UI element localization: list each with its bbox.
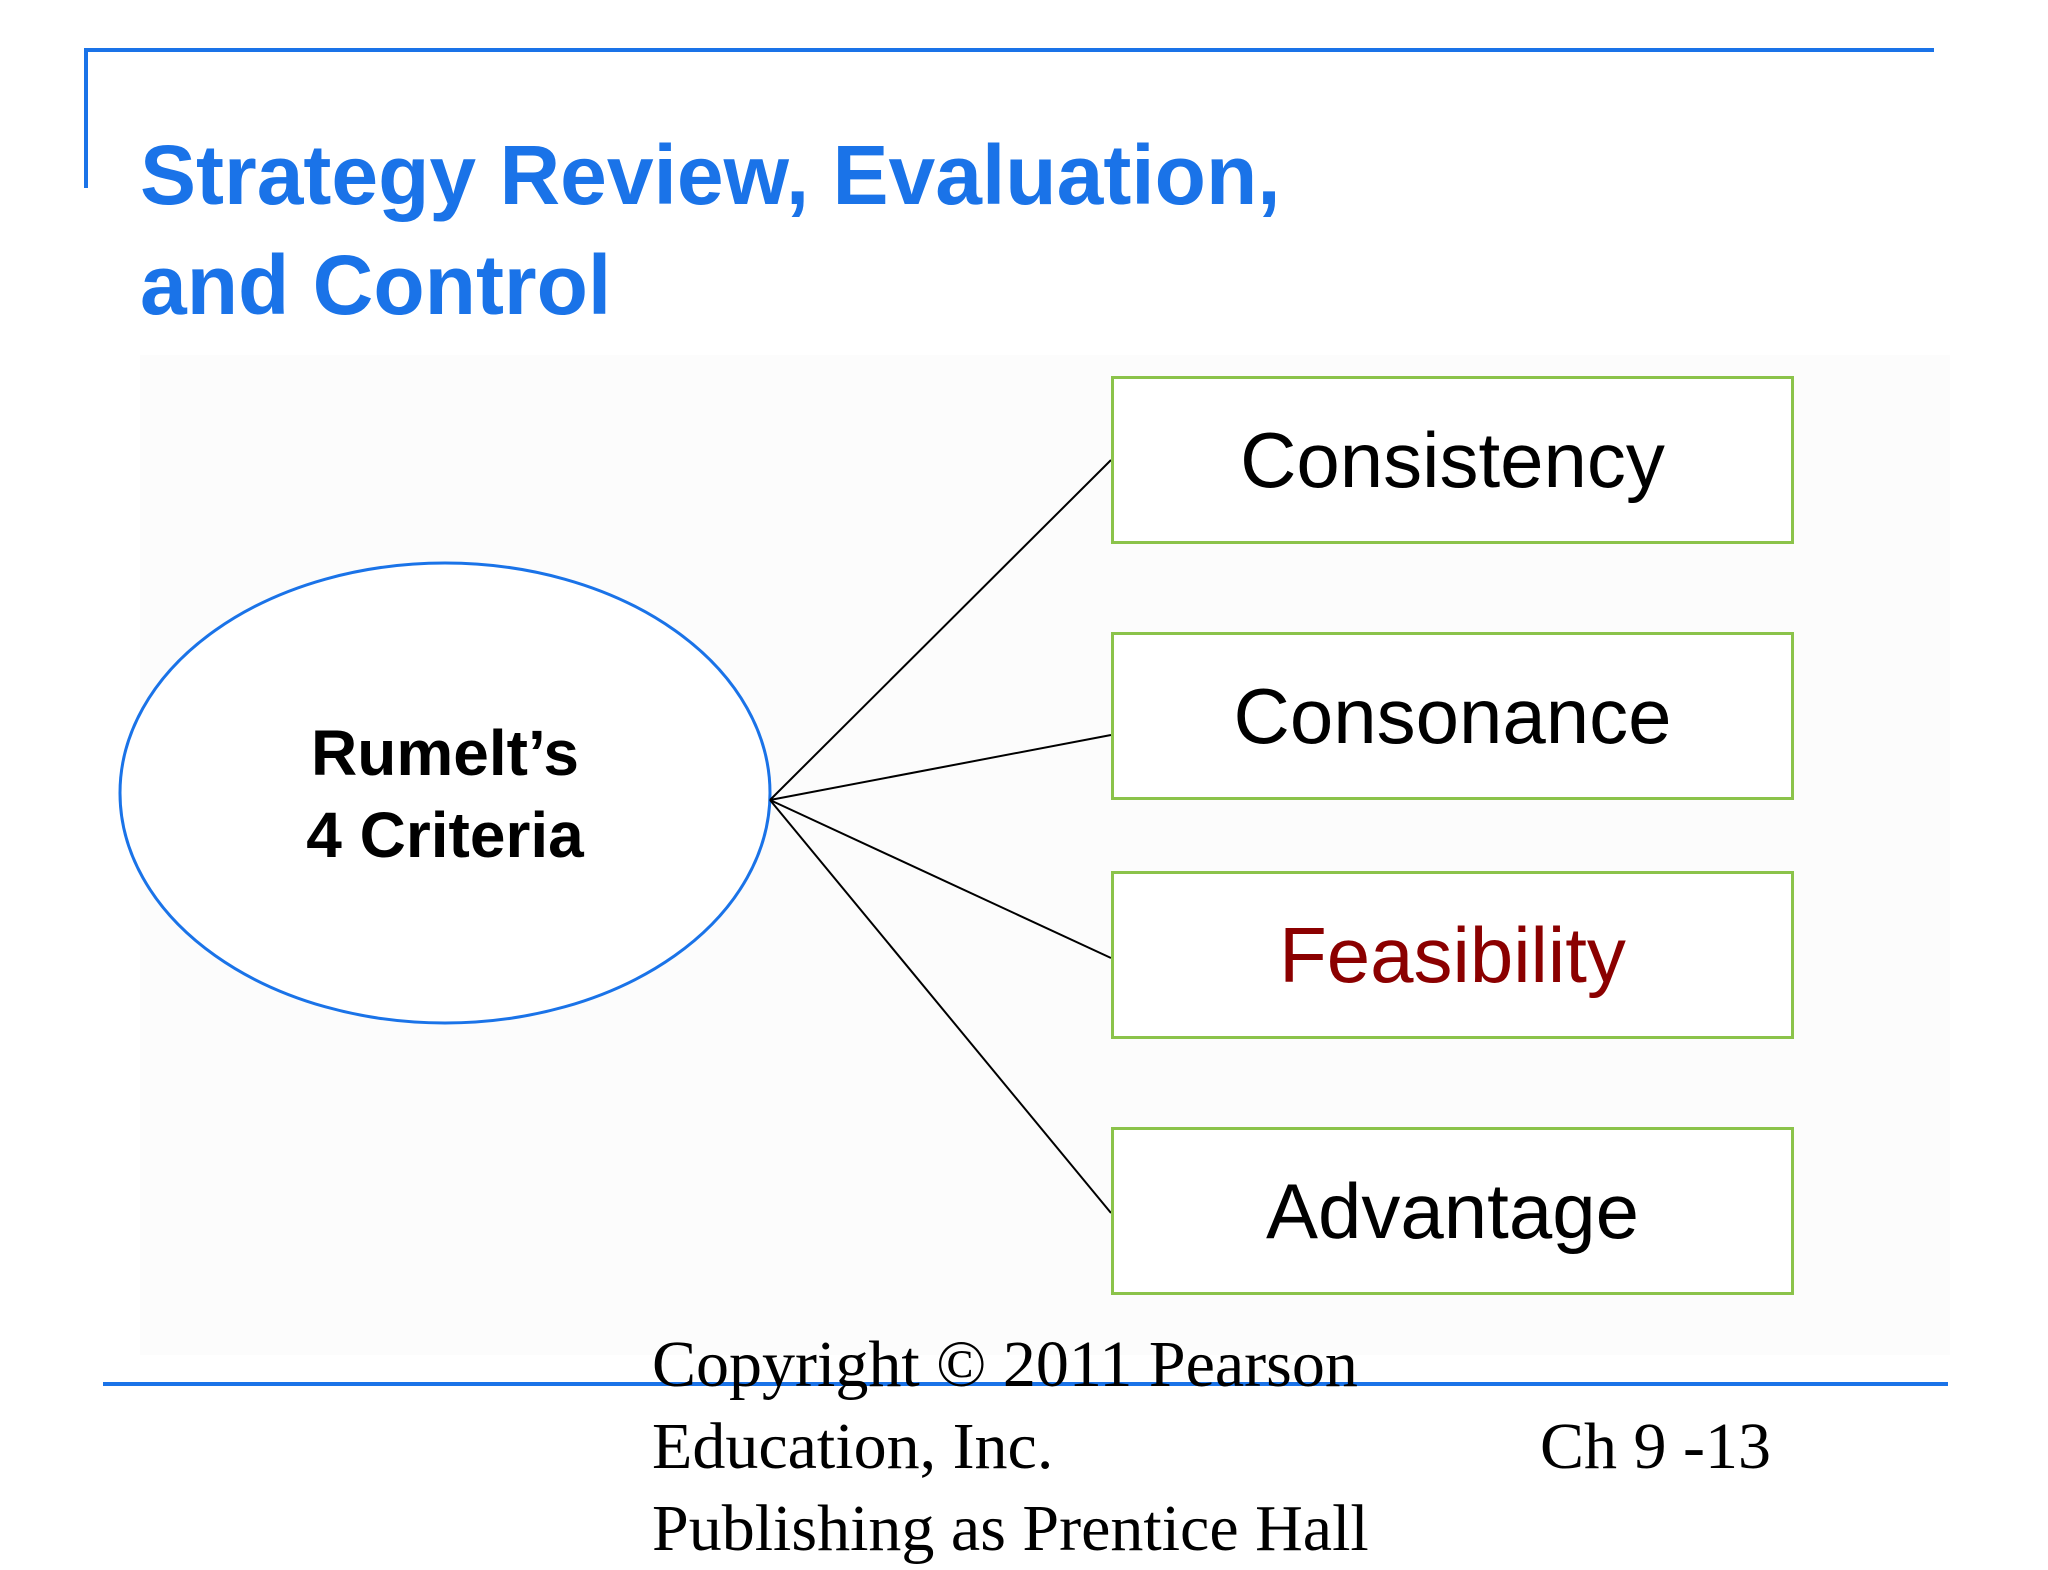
slide-frame-left-rule — [84, 48, 88, 188]
slide-frame-top-rule — [84, 48, 1934, 52]
criterion-box-consistency: Consistency — [1111, 376, 1794, 544]
criteria-diagram — [118, 459, 1112, 1214]
connector-advantage — [769, 799, 1112, 1214]
footer-copyright: Copyright © 2011 Pearson Education, Inc.… — [652, 1324, 1369, 1570]
slide-title: Strategy Review, Evaluation, and Control — [140, 120, 1281, 340]
page-number: Ch 9 -13 — [1540, 1410, 1771, 1483]
criterion-box-advantage: Advantage — [1111, 1127, 1794, 1295]
center-oval-label-line-2: 4 Criteria — [306, 799, 584, 871]
footer-copyright-line-3: Publishing as Prentice Hall — [652, 1492, 1369, 1565]
connector-consonance — [769, 734, 1112, 801]
center-oval — [118, 561, 772, 1025]
connector-consistency — [769, 459, 1112, 801]
connector-feasibility — [769, 799, 1112, 959]
criterion-box-consonance: Consonance — [1111, 632, 1794, 800]
footer-rule — [103, 1382, 1948, 1386]
footer-copyright-line-2: Education, Inc. — [652, 1410, 1054, 1483]
slide-title-line-2: and Control — [140, 238, 612, 332]
footer-copyright-line-1: Copyright © 2011 Pearson — [652, 1328, 1358, 1401]
center-oval-label: Rumelt’s 4 Criteria — [120, 712, 770, 876]
criterion-box-feasibility: Feasibility — [1111, 871, 1794, 1039]
center-oval-label-line-1: Rumelt’s — [311, 717, 579, 789]
slide-title-line-1: Strategy Review, Evaluation, — [140, 128, 1281, 222]
